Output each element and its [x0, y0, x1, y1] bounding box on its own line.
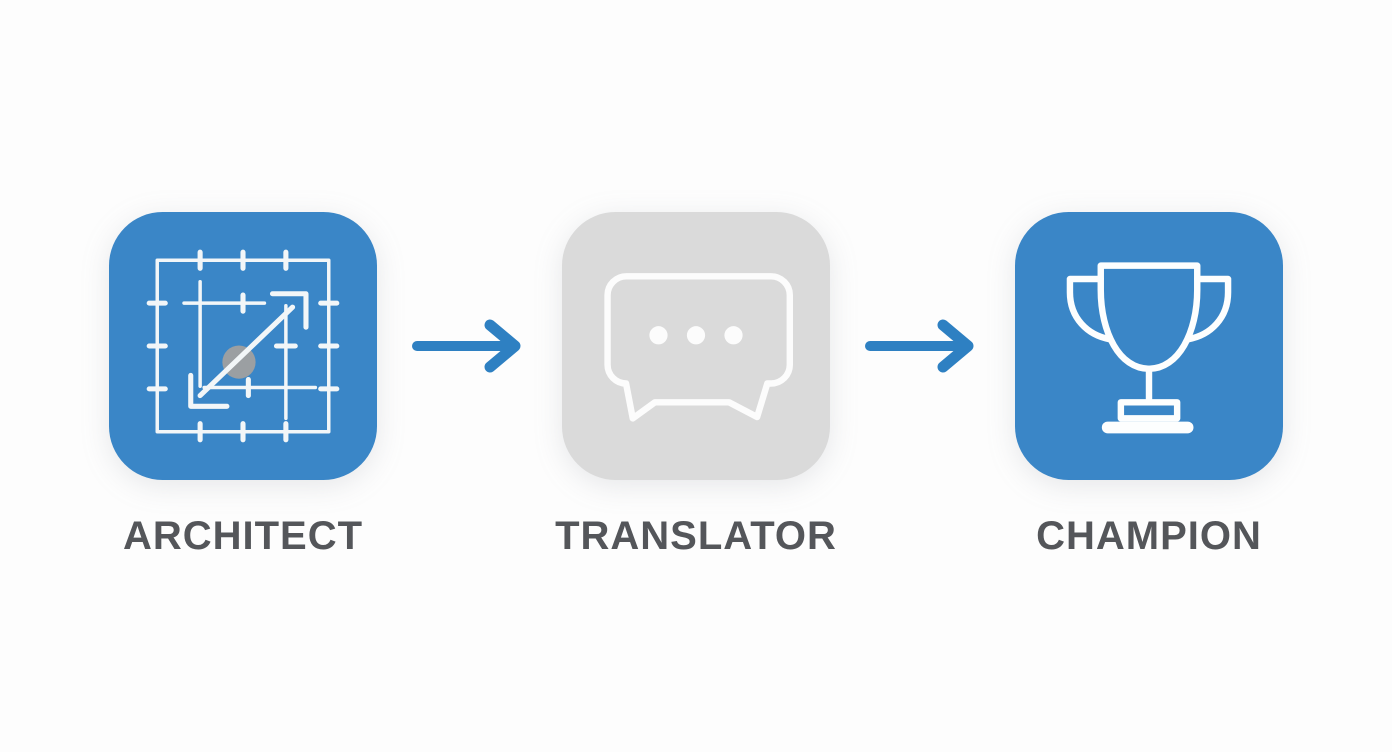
step-label-translator: TRANSLATOR	[555, 514, 837, 558]
trophy-pedestal	[1117, 399, 1181, 422]
arrow-right-icon	[411, 319, 520, 373]
speech-bubble-icon	[604, 273, 794, 422]
arrow-head	[937, 319, 973, 373]
step-architect: ARCHITECT	[109, 212, 377, 556]
connector-1	[377, 212, 562, 480]
blueprint-ruler-ticks	[146, 249, 340, 443]
connector-2	[830, 212, 1015, 480]
ellipsis-dots	[649, 326, 743, 345]
speech-bubble-outline	[604, 273, 794, 422]
blueprint-plan-icon	[146, 249, 340, 443]
diagonal-resize-arrow	[188, 291, 309, 409]
step-translator: TRANSLATOR	[555, 212, 836, 556]
architect-tile	[109, 212, 377, 480]
step-label-champion: CHAMPION	[1036, 514, 1262, 558]
blueprint-grid-lines	[155, 258, 331, 434]
arrow-head	[484, 319, 520, 373]
trophy-right-handle	[1184, 275, 1232, 343]
tile-background	[1015, 212, 1283, 480]
trophy-left-handle	[1066, 275, 1114, 343]
arrow-right-icon	[864, 319, 973, 373]
trophy-icon	[1066, 262, 1232, 434]
step-champion: CHAMPION	[1015, 212, 1283, 556]
champion-tile	[1015, 212, 1283, 480]
step-label-architect: ARCHITECT	[122, 514, 364, 558]
translator-tile	[562, 212, 830, 480]
